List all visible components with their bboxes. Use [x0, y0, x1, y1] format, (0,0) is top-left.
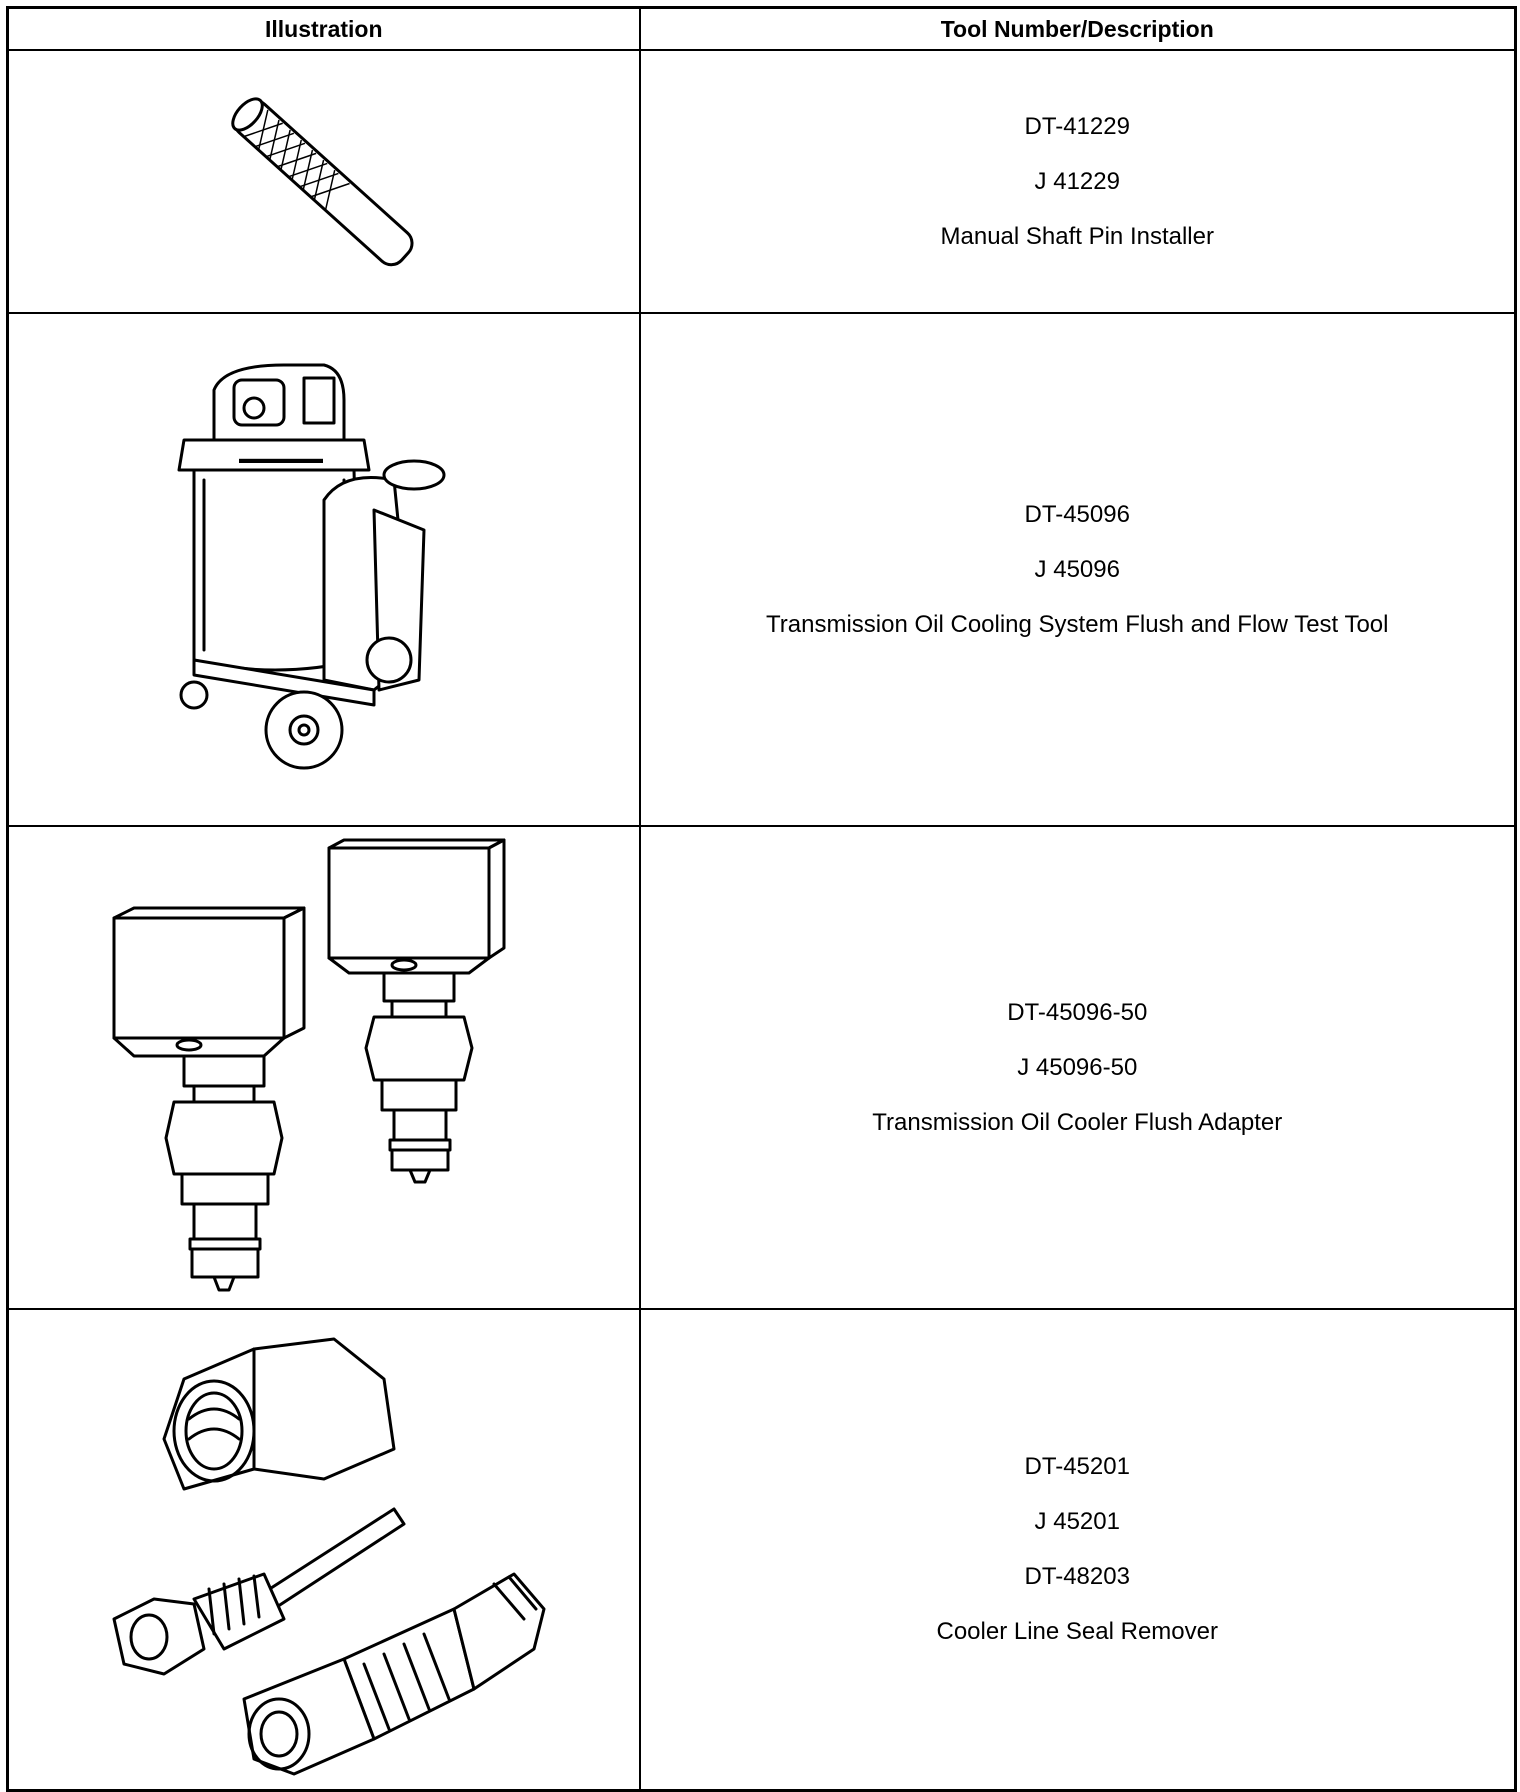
tool-description-cell: DT-45201 J 45201 DT-48203 Cooler Line Se…	[638, 1308, 1517, 1791]
flush-machine-illustration: ▬▬▬▬▬▬	[177, 363, 446, 769]
illustration-cell	[6, 825, 641, 1310]
tool-number: J 45096-50	[1017, 1054, 1138, 1081]
tool-number: DT-45096	[1024, 501, 1130, 528]
tool-number: DT-45201	[1024, 1453, 1130, 1481]
tool-description: Cooler Line Seal Remover	[936, 1618, 1218, 1646]
table-row: ▬▬▬▬▬▬ DT-45096 J 45096 Transmission Oil…	[6, 312, 1517, 827]
flush-adapter-illustration	[112, 838, 506, 1291]
table-row: DT-45096-50 J 45096-50 Transmission Oil …	[6, 825, 1517, 1310]
tool-number: J 41229	[1034, 168, 1120, 195]
illustration-cell: ▬▬▬▬▬▬	[6, 312, 641, 827]
tool-description-cell: DT-45096-50 J 45096-50 Transmission Oil …	[638, 825, 1517, 1310]
tool-number: J 45096	[1034, 556, 1120, 583]
tool-number: DT-45096-50	[1007, 999, 1148, 1026]
header-illustration: Illustration	[6, 6, 641, 51]
tool-number: DT-41229	[1024, 113, 1130, 140]
tool-description: Manual Shaft Pin Installer	[940, 223, 1214, 250]
illustration-cell	[6, 1308, 641, 1791]
table-row: DT-45201 J 45201 DT-48203 Cooler Line Se…	[6, 1308, 1517, 1791]
table-row: DT-41229 J 41229 Manual Shaft Pin Instal…	[6, 49, 1517, 314]
tool-description: Transmission Oil Cooler Flush Adapter	[872, 1109, 1283, 1136]
header-row: Illustration Tool Number/Description	[6, 6, 1517, 51]
tool-number: DT-48203	[1024, 1563, 1130, 1591]
tool-number: J 45201	[1034, 1508, 1120, 1536]
illustration-cell	[6, 49, 641, 314]
tool-table: Illustration Tool Number/Description	[6, 6, 1517, 1792]
header-tool-description: Tool Number/Description	[638, 6, 1517, 51]
machine-label-mark: ▬▬▬▬▬▬	[239, 450, 323, 466]
tool-description: Transmission Oil Cooling System Flush an…	[766, 611, 1389, 638]
tool-description-cell: DT-45096 J 45096 Transmission Oil Coolin…	[638, 312, 1517, 827]
seal-remover-illustration	[112, 1337, 546, 1776]
pin-installer-illustration	[231, 96, 414, 266]
tool-description-cell: DT-41229 J 41229 Manual Shaft Pin Instal…	[638, 49, 1517, 314]
